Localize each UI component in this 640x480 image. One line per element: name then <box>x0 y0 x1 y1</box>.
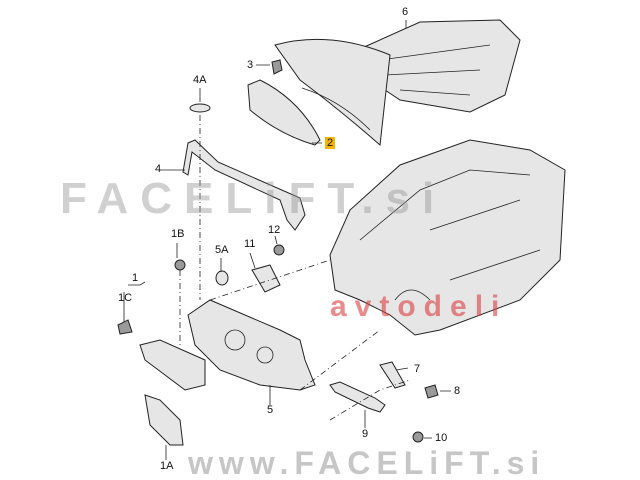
watermark-bottom: www.FACELiFT.si <box>188 445 546 480</box>
car-body-shell[interactable] <box>329 139 566 336</box>
part-10-nut[interactable] <box>412 431 424 443</box>
label-7: 7 <box>414 363 421 375</box>
label-8: 8 <box>454 385 461 397</box>
label-3: 3 <box>247 59 254 71</box>
part-5a-plug[interactable] <box>215 270 229 286</box>
label-5a: 5A <box>215 244 229 256</box>
label-1: 1 <box>132 272 139 284</box>
part-1a-panel[interactable] <box>144 394 184 446</box>
label-9: 9 <box>362 428 369 440</box>
part-7-bracket[interactable] <box>379 361 406 389</box>
part-5-bulkhead[interactable] <box>187 299 316 391</box>
label-1a: 1A <box>160 460 174 472</box>
label-11: 11 <box>244 238 256 250</box>
watermark-secondary: avtodeli <box>330 290 508 323</box>
part-9-bracket[interactable] <box>329 381 386 413</box>
part-8-bolt[interactable] <box>424 384 439 399</box>
label-5: 5 <box>267 404 274 416</box>
part-1-panel[interactable] <box>139 339 206 391</box>
watermark-main: FACELiFT.si <box>60 174 447 223</box>
label-1c: 1C <box>118 292 133 304</box>
part-1b-bolt[interactable] <box>174 259 186 271</box>
label-6: 6 <box>402 6 409 18</box>
part-4-cowl-panel[interactable] <box>182 139 306 231</box>
label-4: 4 <box>155 163 162 175</box>
part-2-hood-insulation[interactable] <box>247 79 321 146</box>
label-10: 10 <box>435 432 448 444</box>
label-1b: 1B <box>171 228 185 240</box>
part-11-bracket[interactable] <box>251 264 281 293</box>
part-4a-clip[interactable] <box>189 103 211 113</box>
label-12: 12 <box>268 224 281 236</box>
label-4a: 4A <box>193 74 207 86</box>
part-12-bolt[interactable] <box>273 244 285 256</box>
part-3-clip[interactable] <box>271 59 283 75</box>
label-2-highlighted[interactable]: 2 <box>325 137 336 149</box>
part-1c-clip[interactable] <box>117 319 133 335</box>
